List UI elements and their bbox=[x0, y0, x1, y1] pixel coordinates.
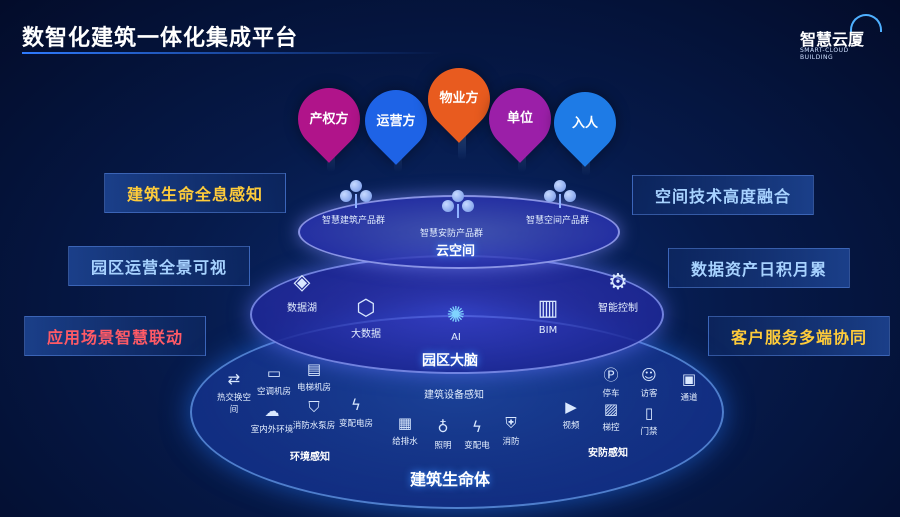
node-label: 变配电 bbox=[464, 441, 490, 451]
node-big-data[interactable]: ⬡ 大数据 bbox=[346, 296, 386, 340]
feature-label: 数据资产日积月累 bbox=[691, 260, 828, 279]
building-section-label: 建筑设备感知 bbox=[424, 390, 484, 401]
logo-subtitle: SMART-CLOUD BUILDING bbox=[800, 47, 849, 61]
security-node[interactable]: Ⓟ 停车 bbox=[596, 366, 626, 399]
env-node[interactable]: ⛉ 消防水泵房 bbox=[292, 398, 336, 431]
exchange-icon: ⇄ bbox=[227, 370, 241, 388]
node-label: AI bbox=[451, 332, 461, 343]
door-icon: ▯ bbox=[644, 404, 654, 422]
node-data-lake[interactable]: ◈ 数据湖 bbox=[282, 270, 322, 314]
feature-label: 客户服务多端协同 bbox=[731, 328, 868, 347]
building-node[interactable]: ♁ 照明 bbox=[428, 418, 458, 451]
security-node[interactable]: ▨ 梯控 bbox=[596, 400, 626, 433]
node-label: 梯控 bbox=[602, 423, 620, 433]
node-label: 消防 bbox=[502, 437, 520, 447]
env-node[interactable]: ϟ 变配电房 bbox=[334, 396, 378, 429]
top-tier-label: 云空间 bbox=[436, 244, 476, 259]
node-label: 照明 bbox=[434, 441, 452, 451]
pin-label: 运营方 bbox=[376, 114, 416, 129]
middle-tier-label: 园区大脑 bbox=[422, 353, 478, 369]
product-cluster-icon bbox=[542, 180, 578, 210]
gate-icon: ▣ bbox=[681, 370, 697, 388]
node-label: 室内外环境 bbox=[250, 425, 294, 435]
pin-label: 单位 bbox=[506, 111, 533, 126]
pin-label: 物业方 bbox=[439, 91, 479, 106]
node-label: BIM bbox=[538, 325, 558, 336]
feature-label: 空间技术高度融合 bbox=[655, 187, 792, 206]
air-conditioner-icon: ▭ bbox=[266, 364, 282, 382]
database-icon: ◈ bbox=[293, 270, 311, 295]
brain-icon: ✺ bbox=[446, 303, 466, 328]
product-group-label: 智慧安防产品群 bbox=[420, 229, 484, 239]
building-node[interactable]: ϟ 变配电 bbox=[460, 418, 494, 451]
env-section-label: 环境感知 bbox=[290, 452, 330, 463]
environment-icon: ☁ bbox=[264, 402, 280, 420]
env-node[interactable]: ☁ 室内外环境 bbox=[250, 402, 294, 435]
node-smart-control[interactable]: ⚙ 智能控制 bbox=[592, 270, 644, 314]
node-ai[interactable]: ✺ AI bbox=[436, 303, 476, 343]
feature-banner[interactable]: 应用场景智慧联动 bbox=[24, 316, 207, 356]
env-node[interactable]: ▤ 电梯机房 bbox=[294, 360, 334, 393]
product-cluster-icon bbox=[440, 190, 476, 220]
node-label: 消防水泵房 bbox=[292, 421, 336, 431]
node-label: 大数据 bbox=[351, 329, 381, 340]
feature-banner[interactable]: 客户服务多端协同 bbox=[708, 316, 891, 356]
product-cluster-icon bbox=[338, 180, 374, 210]
security-node[interactable]: ☺ 访客 bbox=[634, 366, 664, 399]
feature-banner[interactable]: 建筑生命全息感知 bbox=[104, 173, 287, 213]
visitor-icon: ☺ bbox=[641, 366, 657, 384]
security-node[interactable]: ▣ 通道 bbox=[674, 370, 704, 403]
node-label: 空调机房 bbox=[256, 387, 291, 397]
feature-banner[interactable]: 园区运营全景可视 bbox=[68, 246, 251, 286]
bulb-icon: ♁ bbox=[437, 418, 449, 436]
fire-icon: ⛨ bbox=[505, 414, 517, 432]
node-label: 通道 bbox=[680, 393, 698, 403]
building-node[interactable]: ▦ 给排水 bbox=[390, 414, 420, 447]
building-node[interactable]: ⛨ 消防 bbox=[496, 414, 526, 447]
title-underline bbox=[22, 52, 442, 54]
env-node[interactable]: ⇄ 热交换空间 bbox=[214, 370, 254, 415]
feature-label: 建筑生命全息感知 bbox=[127, 185, 264, 204]
feature-label: 应用场景智慧联动 bbox=[47, 328, 184, 347]
product-group-label: 智慧空间产品群 bbox=[526, 216, 590, 226]
elevator-control-icon: ▨ bbox=[603, 400, 619, 418]
elevator-icon: ▤ bbox=[306, 360, 322, 378]
feature-label: 园区运营全景可视 bbox=[91, 258, 228, 277]
node-label: 门禁 bbox=[640, 427, 658, 437]
node-label: 访客 bbox=[640, 389, 658, 399]
power-icon: ϟ bbox=[351, 396, 361, 414]
water-icon: ▦ bbox=[397, 414, 413, 432]
node-label: 停车 bbox=[602, 389, 620, 399]
node-label: 变配电房 bbox=[338, 419, 373, 429]
logo-text: 智慧云厦 bbox=[800, 30, 865, 49]
pin-label: 产权方 bbox=[309, 112, 349, 127]
security-section-label: 安防感知 bbox=[588, 448, 628, 459]
node-label: 电梯机房 bbox=[296, 383, 331, 393]
security-node[interactable]: ▯ 门禁 bbox=[634, 404, 664, 437]
node-label: 给排水 bbox=[392, 437, 418, 447]
cube-icon: ⬡ bbox=[356, 296, 376, 321]
node-label: 智能控制 bbox=[598, 303, 638, 314]
page-title: 数智化建筑一体化集成平台 bbox=[22, 26, 299, 51]
node-label: 视频 bbox=[562, 421, 580, 431]
pump-icon: ⛉ bbox=[308, 398, 320, 416]
node-bim[interactable]: ▥ BIM bbox=[528, 296, 568, 336]
brand-logo: 智慧云厦 SMART-CLOUD BUILDING bbox=[798, 14, 882, 61]
video-icon: ▶ bbox=[565, 398, 577, 416]
power-icon: ϟ bbox=[472, 418, 482, 436]
feature-banner[interactable]: 空间技术高度融合 bbox=[632, 175, 815, 215]
env-node[interactable]: ▭ 空调机房 bbox=[254, 364, 294, 397]
feature-banner[interactable]: 数据资产日积月累 bbox=[668, 248, 851, 288]
bottom-tier-label: 建筑生命体 bbox=[410, 470, 491, 489]
pin-label: 入人 bbox=[571, 116, 598, 131]
security-node[interactable]: ▶ 视频 bbox=[556, 398, 586, 431]
control-icon: ⚙ bbox=[608, 270, 628, 295]
node-label: 数据湖 bbox=[287, 303, 317, 314]
building-icon: ▥ bbox=[537, 296, 559, 321]
product-group-label: 智慧建筑产品群 bbox=[322, 216, 386, 226]
node-label: 热交换空间 bbox=[216, 393, 251, 415]
parking-icon: Ⓟ bbox=[603, 366, 619, 384]
